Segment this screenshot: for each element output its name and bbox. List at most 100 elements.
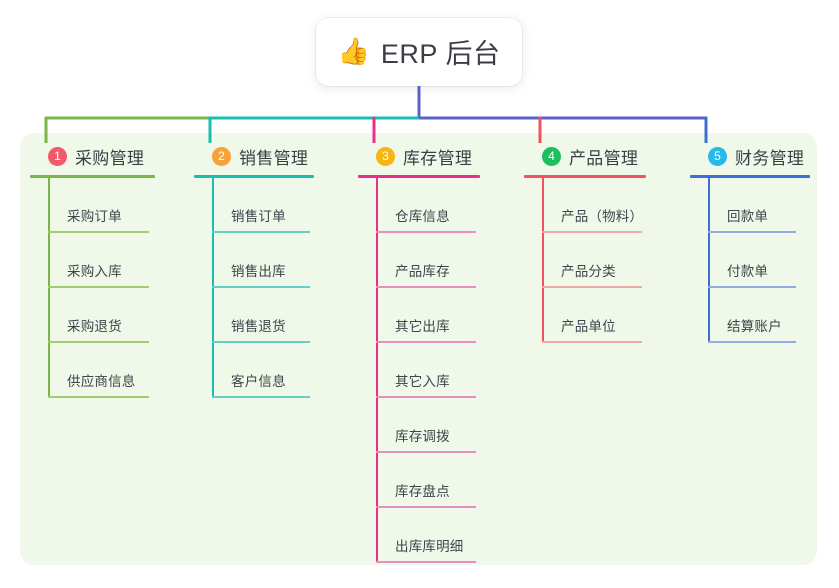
- branch-spine-2: [212, 178, 214, 398]
- branch-header-rule-5: [690, 175, 810, 178]
- branch-badge-4: 4: [542, 146, 561, 166]
- branch-header-rule-3: [358, 175, 480, 178]
- branch-header-rule-4: [524, 175, 646, 178]
- branch-item[interactable]: 产品（物料）: [524, 178, 646, 233]
- branch-spine-5: [708, 178, 710, 343]
- branch-item-rule: [542, 231, 642, 233]
- branch-item[interactable]: 采购退货: [30, 288, 155, 343]
- branch-item[interactable]: 付款单: [690, 233, 810, 288]
- branch-item-label: 供应商信息: [67, 374, 136, 389]
- branch-item[interactable]: 结算账户: [690, 288, 810, 343]
- branch-item-rule: [212, 286, 310, 288]
- branch-item-rule: [708, 231, 796, 233]
- root-title: ERP 后台: [380, 38, 501, 69]
- branch-header-rule-1: [30, 175, 155, 178]
- branch-badge-3: 3: [376, 146, 395, 166]
- branch-header-2[interactable]: 2 销售管理: [194, 143, 314, 169]
- branch-title-3: 库存管理: [403, 148, 473, 168]
- branch-item[interactable]: 产品库存: [358, 233, 480, 288]
- branch-item-label: 产品（物料）: [561, 209, 644, 224]
- branch-item[interactable]: 产品单位: [524, 288, 646, 343]
- branch-item-rule: [376, 451, 476, 453]
- branch-item-label: 出库库明细: [395, 539, 464, 554]
- thumbs-up-icon: 👍: [337, 36, 370, 66]
- branch-item-label: 回款单: [727, 209, 769, 224]
- branch-item-label: 库存盘点: [395, 484, 450, 499]
- branch-item-label: 付款单: [727, 264, 769, 279]
- branch-header-5[interactable]: 5 财务管理: [690, 143, 810, 169]
- branch-item[interactable]: 其它出库: [358, 288, 480, 343]
- branch-item[interactable]: 出库库明细: [358, 508, 480, 563]
- branch-badge-5: 5: [708, 146, 727, 166]
- branch-item-rule: [376, 396, 476, 398]
- branch-items-5: 回款单付款单结算账户: [690, 178, 810, 343]
- branch-item-label: 仓库信息: [395, 209, 450, 224]
- branch-item[interactable]: 其它入库: [358, 343, 480, 398]
- root-node-content: 👍 ERP 后台: [338, 32, 501, 71]
- branch-item-rule: [212, 231, 310, 233]
- branch-item-rule: [376, 286, 476, 288]
- branch-item[interactable]: 供应商信息: [30, 343, 155, 398]
- branch-item[interactable]: 销售出库: [194, 233, 314, 288]
- branch-item[interactable]: 采购订单: [30, 178, 155, 233]
- branch-item-label: 销售出库: [231, 264, 286, 279]
- branch-item-label: 库存调拨: [395, 429, 450, 444]
- branch-item[interactable]: 产品分类: [524, 233, 646, 288]
- branch-item-rule: [212, 341, 310, 343]
- branch-item[interactable]: 销售订单: [194, 178, 314, 233]
- root-node[interactable]: 👍 ERP 后台: [316, 18, 522, 86]
- branch-badge-2: 2: [212, 146, 231, 166]
- branch-item-label: 客户信息: [231, 374, 286, 389]
- branch-item-label: 产品单位: [561, 319, 616, 334]
- branch-item-rule: [376, 506, 476, 508]
- branch-item-rule: [542, 286, 642, 288]
- branches-panel: [20, 133, 817, 565]
- branch-item[interactable]: 客户信息: [194, 343, 314, 398]
- branch-item[interactable]: 回款单: [690, 178, 810, 233]
- branch-header-1[interactable]: 1 采购管理: [30, 143, 155, 169]
- branch-column-3: 3 库存管理仓库信息产品库存其它出库其它入库库存调拨库存盘点出库库明细: [358, 143, 480, 563]
- branch-spine-4: [542, 178, 544, 343]
- branch-item-rule: [48, 341, 149, 343]
- branch-item-label: 其它出库: [395, 319, 450, 334]
- branch-header-rule-2: [194, 175, 314, 178]
- branch-title-4: 产品管理: [569, 148, 639, 168]
- branch-item-label: 产品分类: [561, 264, 616, 279]
- branch-title-1: 采购管理: [75, 148, 145, 168]
- branch-items-4: 产品（物料） 产品分类产品单位: [524, 178, 646, 343]
- branch-item-rule: [376, 341, 476, 343]
- branch-item-rule: [48, 231, 149, 233]
- branch-items-3: 仓库信息产品库存其它出库其它入库库存调拨库存盘点出库库明细: [358, 178, 480, 563]
- branch-spine-3: [376, 178, 378, 563]
- branch-item-rule: [48, 286, 149, 288]
- branch-item[interactable]: 仓库信息: [358, 178, 480, 233]
- branch-item-rule: [212, 396, 310, 398]
- branch-item[interactable]: 库存盘点: [358, 453, 480, 508]
- branch-header-3[interactable]: 3 库存管理: [358, 143, 480, 169]
- branch-title-5: 财务管理: [735, 148, 805, 168]
- branch-item-label: 其它入库: [395, 374, 450, 389]
- branch-header-4[interactable]: 4 产品管理: [524, 143, 646, 169]
- branch-column-5: 5 财务管理回款单付款单结算账户: [690, 143, 810, 343]
- branch-item-label: 销售退货: [231, 319, 286, 334]
- branch-spine-1: [48, 178, 50, 398]
- branch-item-label: 采购订单: [67, 209, 122, 224]
- branch-item-label: 结算账户: [727, 319, 782, 334]
- branch-item-label: 采购退货: [67, 319, 122, 334]
- branch-column-2: 2 销售管理销售订单销售出库销售退货客户信息: [194, 143, 314, 398]
- branch-items-2: 销售订单销售出库销售退货客户信息: [194, 178, 314, 398]
- branch-item[interactable]: 库存调拨: [358, 398, 480, 453]
- branch-item-rule: [708, 286, 796, 288]
- branch-item-rule: [542, 341, 642, 343]
- branch-column-4: 4 产品管理产品（物料） 产品分类产品单位: [524, 143, 646, 343]
- branch-column-1: 1 采购管理采购订单采购入库采购退货供应商信息: [30, 143, 155, 398]
- branch-item-label: 销售订单: [231, 209, 286, 224]
- branch-item-label: 产品库存: [395, 264, 450, 279]
- branch-item-rule: [376, 561, 476, 563]
- branch-item[interactable]: 采购入库: [30, 233, 155, 288]
- branch-badge-1: 1: [48, 146, 67, 166]
- branch-item-label: 采购入库: [67, 264, 122, 279]
- branch-title-2: 销售管理: [239, 148, 309, 168]
- branch-item[interactable]: 销售退货: [194, 288, 314, 343]
